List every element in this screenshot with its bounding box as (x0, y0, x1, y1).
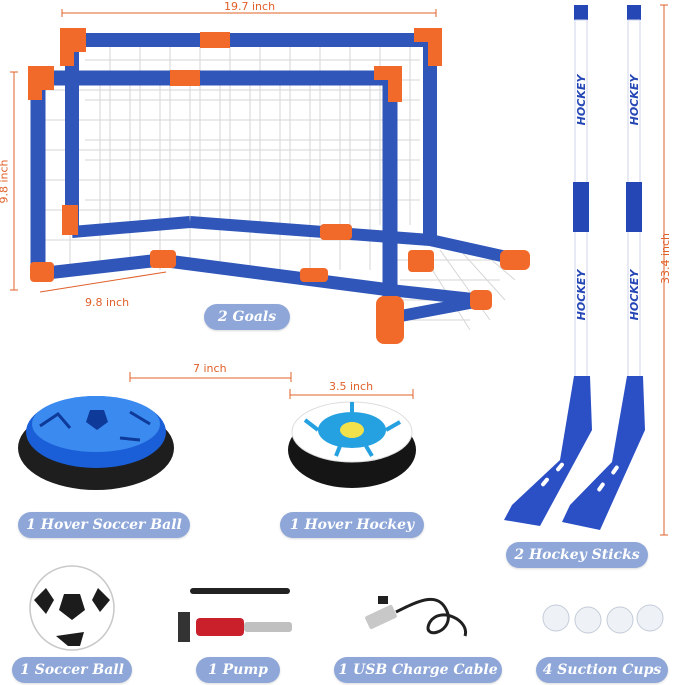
label-pump: 1 Pump (196, 657, 280, 683)
label-hockey-sticks: 2 Hockey Sticks (506, 542, 648, 568)
goal-width-dimension: 19.7 inch (224, 0, 276, 13)
soccer-ball (29, 565, 115, 651)
goal-connectors (28, 28, 530, 344)
stick-text-4: HOCKEY (628, 269, 641, 321)
goal-depth-dimension: 9.8 inch (85, 296, 130, 309)
suction-cups (542, 604, 664, 634)
stick-text-2: HOCKEY (628, 74, 641, 126)
usb-cable (365, 596, 467, 637)
label-hover-hockey: 1 Hover Hockey (280, 512, 424, 538)
hockey-stick-right (562, 5, 645, 530)
label-suction-cups: 4 Suction Cups (536, 657, 668, 683)
label-usb-cable: 1 USB Charge Cable (334, 657, 502, 683)
hover-hockey-puck (288, 401, 416, 488)
hover-soccer-ball (18, 396, 174, 490)
front-goal-frame (30, 70, 483, 324)
hockey-stick-left (504, 5, 592, 526)
dimension-lines (10, 4, 668, 536)
goal-height-dimension: 9.8 inch (0, 159, 11, 204)
stick-text-3: HOCKEY (575, 269, 588, 321)
blade-holes (541, 462, 619, 492)
soccer-ball-dimension: 7 inch (193, 362, 227, 375)
pump (178, 588, 292, 642)
puck-dimension: 3.5 inch (329, 380, 374, 393)
label-goals: 2 Goals (204, 304, 290, 330)
stick-text-1: HOCKEY (575, 74, 588, 126)
label-soccer-ball: 1 Soccer Ball (12, 657, 132, 683)
label-hover-soccer-ball: 1 Hover Soccer Ball (18, 512, 190, 538)
stick-length-dimension: 33.4 inch (659, 232, 673, 285)
